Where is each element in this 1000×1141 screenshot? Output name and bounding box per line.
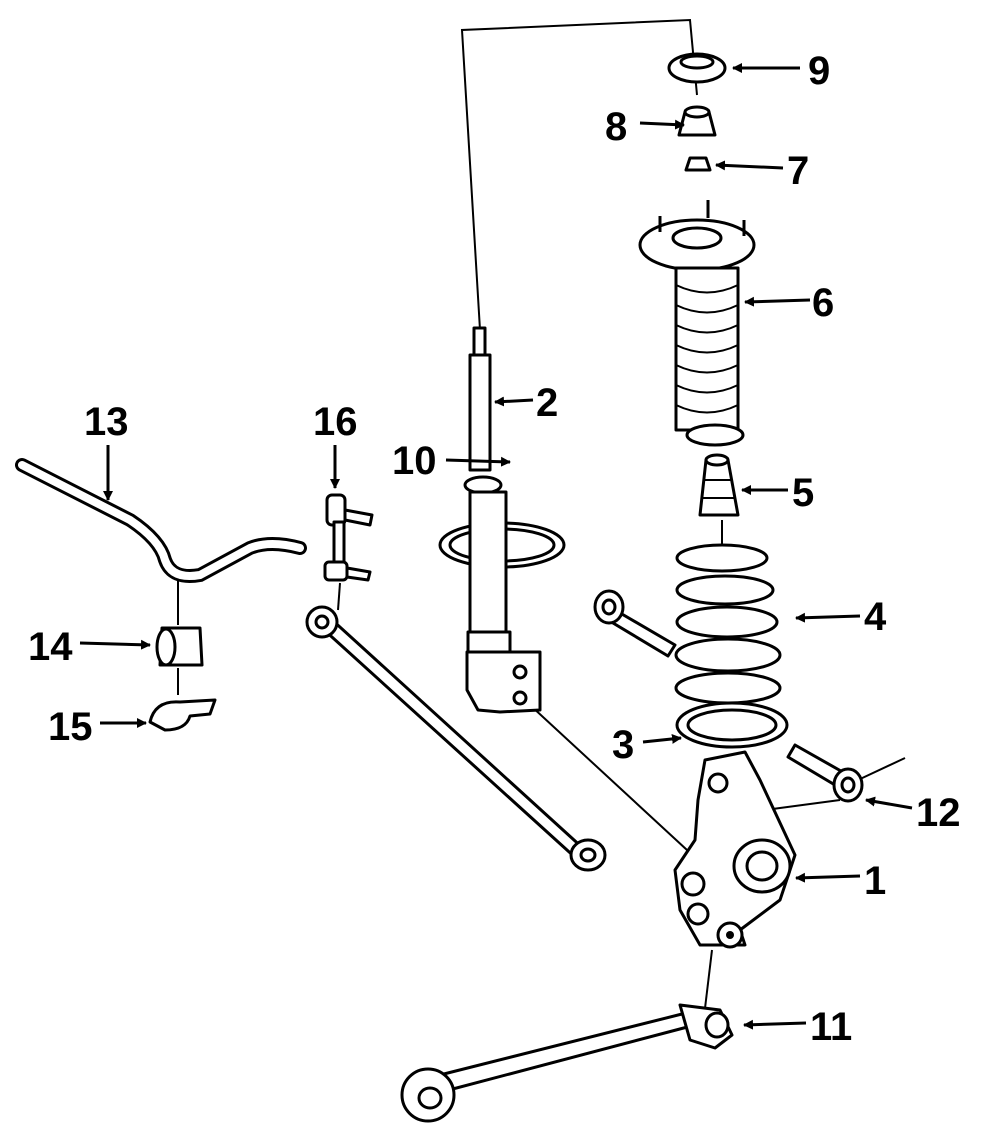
part-bump-stop (698, 453, 740, 517)
assembly-line-arm (764, 799, 841, 811)
callout-9: 9 (808, 49, 830, 93)
callout-13: 13 (84, 400, 129, 444)
part-stabilizer-link (323, 493, 374, 582)
callout-3: 3 (612, 723, 634, 767)
callout-16: 16 (313, 400, 358, 444)
part-mount-and-boot (638, 200, 756, 447)
callout-2: 2 (536, 381, 558, 425)
assembly-line (460, 18, 698, 331)
assembly-line-link (337, 582, 341, 611)
leader-7 (715, 160, 784, 171)
part-arm-rod (593, 589, 864, 803)
callout-8: 8 (605, 105, 627, 149)
callout-15: 15 (48, 705, 93, 749)
part-mount-bushing (677, 105, 717, 137)
part-stabilizer-bushing (155, 626, 204, 667)
leader-10 (445, 456, 511, 467)
leader-6 (744, 296, 811, 307)
callout-4: 4 (864, 595, 887, 639)
assembly-line-arm-end (857, 757, 906, 781)
callout-7: 7 (787, 149, 809, 193)
leader-1 (795, 872, 861, 883)
callout-labels: 9 8 7 6 2 5 4 3 12 1 11 10 13 16 14 15 (28, 49, 961, 1049)
leader-3 (642, 733, 682, 744)
leader-8 (639, 119, 685, 130)
callout-11: 11 (810, 1005, 852, 1049)
leader-14 (79, 639, 151, 650)
part-stabilizer-bar (15, 458, 307, 583)
leader-11 (743, 1019, 807, 1030)
leader-arrows (79, 63, 913, 1030)
leader-2 (494, 396, 534, 407)
part-lower-insulator (675, 701, 789, 749)
leader-12 (865, 796, 913, 810)
callout-10: 10 (392, 439, 437, 483)
part-strut (438, 326, 566, 714)
part-stabilizer-bracket (148, 698, 217, 732)
part-nut (684, 156, 712, 172)
part-lower-arm (400, 1003, 734, 1123)
part-coil-spring (674, 543, 782, 705)
part-upper-seat (667, 52, 727, 84)
callout-6: 6 (812, 281, 834, 325)
part-knuckle (673, 750, 797, 949)
callout-14: 14 (28, 625, 73, 669)
assembly-line-knuckle (529, 704, 701, 863)
part-lower-rod (305, 605, 607, 872)
leader-4 (795, 612, 861, 623)
callout-5: 5 (792, 471, 814, 515)
callout-1: 1 (864, 859, 886, 903)
callout-12: 12 (916, 791, 961, 835)
